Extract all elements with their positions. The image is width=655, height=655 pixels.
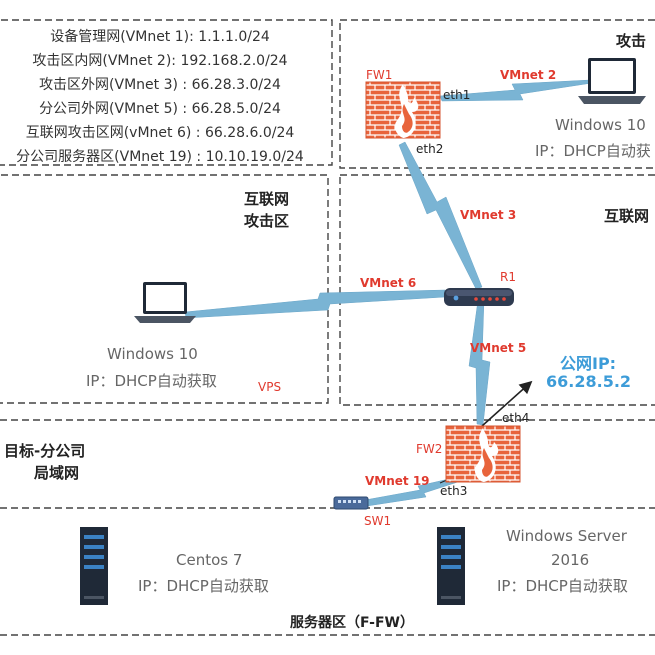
zone-title-branch-2: 局域网 xyxy=(34,464,80,482)
fw2-eth3-label: eth3 xyxy=(440,484,468,498)
vps-host-name: Windows 10 xyxy=(107,345,198,363)
legend-zone xyxy=(0,19,333,166)
sw1-switch-icon xyxy=(333,496,369,510)
link-vmnet6 xyxy=(184,289,446,319)
zone-title-server: 服务器区（F-FW） xyxy=(290,615,414,631)
centos-server-icon xyxy=(80,527,108,605)
public-ip-value: 66.28.5.2 xyxy=(546,372,632,391)
vps-laptop-icon xyxy=(134,282,196,323)
attacker-host-ip: IP：DHCP自动获 xyxy=(535,142,651,160)
legend-line: 分公司外网(VMnet 5) : 66.28.5.0/24 xyxy=(39,101,281,117)
public-ip-arrow xyxy=(481,380,533,427)
fw2-eth4-label: eth4 xyxy=(502,411,530,425)
centos-host-name: Centos 7 xyxy=(176,551,243,569)
vmnet2-label: VMnet 2 xyxy=(500,68,557,82)
vmnet3-label: VMnet 3 xyxy=(460,208,517,222)
vmnet19-label: VMnet 19 xyxy=(365,474,430,488)
zone-title-attack: 攻击 xyxy=(616,32,647,50)
fw2-label: FW2 xyxy=(416,442,443,456)
link-vmnet5 xyxy=(468,299,491,426)
attack-zone xyxy=(339,19,655,169)
legend-line: 攻击区内网(VMnet 2): 192.168.2.0/24 xyxy=(32,53,288,69)
attacker-laptop-icon xyxy=(578,58,646,104)
zone-title-internet-attack-1: 互联网 xyxy=(244,190,290,208)
centos-host-ip: IP：DHCP自动获取 xyxy=(138,577,269,595)
zone-title-internet-attack-2: 攻击区 xyxy=(244,212,290,230)
winserver-server-icon xyxy=(437,527,465,605)
vps-label: VPS xyxy=(258,380,282,394)
legend-line: 分公司服务器区(VMnet 19) : 10.10.19.0/24 xyxy=(16,149,304,165)
vmnet5-label: VMnet 5 xyxy=(470,341,527,355)
r1-router-icon xyxy=(444,288,514,306)
winserver-host-name-2: 2016 xyxy=(551,551,590,569)
internet-zone xyxy=(339,174,655,406)
vmnet6-label: VMnet 6 xyxy=(360,276,417,290)
fw1-eth1-label: eth1 xyxy=(443,88,471,102)
winserver-host-name-1: Windows Server xyxy=(506,527,627,545)
legend-line: 攻击区外网(VMnet 3) : 66.28.3.0/24 xyxy=(39,77,281,93)
legend-line: 互联网攻击区网(vMnet 6) : 66.28.6.0/24 xyxy=(25,125,295,141)
fw1-firewall-icon xyxy=(365,81,441,139)
attacker-host-name: Windows 10 xyxy=(555,116,646,134)
vps-host-ip: IP：DHCP自动获取 xyxy=(86,372,217,390)
winserver-host-ip: IP：DHCP自动获取 xyxy=(497,577,628,595)
zone-title-branch-1: 目标-分公司 xyxy=(4,442,86,460)
public-ip-label: 公网IP: xyxy=(560,354,617,373)
r1-label: R1 xyxy=(500,270,516,284)
internet-attack-zone xyxy=(0,174,329,404)
fw1-label: FW1 xyxy=(366,68,393,82)
fw1-eth2-label: eth2 xyxy=(416,142,444,156)
fw2-firewall-icon xyxy=(445,425,521,483)
zone-title-internet: 互联网 xyxy=(604,207,650,225)
legend-line: 设备管理网(VMnet 1): 1.1.1.0/24 xyxy=(50,29,270,45)
sw1-label: SW1 xyxy=(364,514,392,528)
